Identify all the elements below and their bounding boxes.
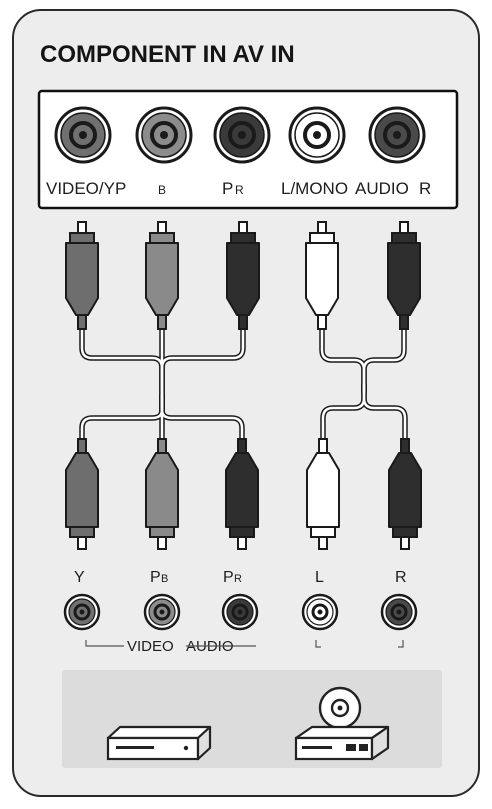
label-video: VIDEO bbox=[127, 638, 174, 655]
label-pr-main: P bbox=[222, 179, 233, 198]
jack-video-yp-top bbox=[54, 106, 112, 164]
cable-core bbox=[160, 393, 244, 441]
rca-plug-bottom bbox=[388, 438, 422, 550]
rca-plug-top bbox=[305, 221, 339, 330]
cable-core bbox=[362, 383, 407, 441]
label-audio-top: AUDIO bbox=[355, 179, 409, 198]
audio-bracket bbox=[315, 640, 404, 648]
jack-l-mono-top bbox=[288, 106, 346, 164]
label-pb-sub-bottom: B bbox=[161, 573, 168, 585]
label-pr-sub-bottom: R bbox=[234, 573, 242, 585]
diagram-title: COMPONENT IN AV IN bbox=[40, 41, 295, 68]
jack-y-bottom bbox=[63, 593, 101, 631]
jack-l-bottom bbox=[301, 593, 339, 631]
label-video-yp: VIDEO/YP bbox=[46, 179, 126, 198]
label-y: Y bbox=[74, 569, 85, 586]
rca-plug-bottom bbox=[145, 438, 179, 550]
jack-pb-top bbox=[135, 106, 193, 164]
jack-r-bottom bbox=[380, 593, 418, 631]
rca-plug-bottom bbox=[65, 438, 99, 550]
label-r-top: R bbox=[419, 179, 431, 198]
jack-pb-bottom bbox=[143, 593, 181, 631]
jack-pr-bottom bbox=[221, 593, 259, 631]
cable-bundle bbox=[79, 326, 408, 442]
jack-r-top bbox=[368, 106, 426, 164]
jack-pr-top bbox=[213, 106, 271, 164]
label-pb-main: P bbox=[150, 569, 161, 586]
disc-player-icon bbox=[294, 686, 390, 761]
label-r: R bbox=[395, 569, 407, 586]
dvd-player-icon bbox=[106, 725, 212, 761]
label-pr-sub: R bbox=[235, 183, 244, 197]
rca-plug-bottom bbox=[225, 438, 259, 550]
tv-jack-row bbox=[54, 106, 426, 164]
bottom-plug-row bbox=[65, 438, 422, 550]
label-pr-main-bottom: P bbox=[223, 569, 234, 586]
rca-plug-bottom bbox=[306, 438, 340, 550]
cable-core bbox=[160, 327, 245, 412]
rca-plug-top bbox=[65, 221, 99, 330]
label-pb-sub: B bbox=[158, 183, 166, 197]
device-jack-row bbox=[63, 593, 418, 631]
label-l-mono: L/MONO bbox=[281, 179, 348, 198]
cable-core bbox=[362, 327, 406, 394]
rca-plug-top bbox=[226, 221, 260, 330]
rca-plug-top bbox=[145, 221, 179, 330]
label-l: L bbox=[315, 569, 324, 586]
rca-plug-top bbox=[387, 221, 421, 330]
top-plug-row bbox=[65, 221, 421, 330]
